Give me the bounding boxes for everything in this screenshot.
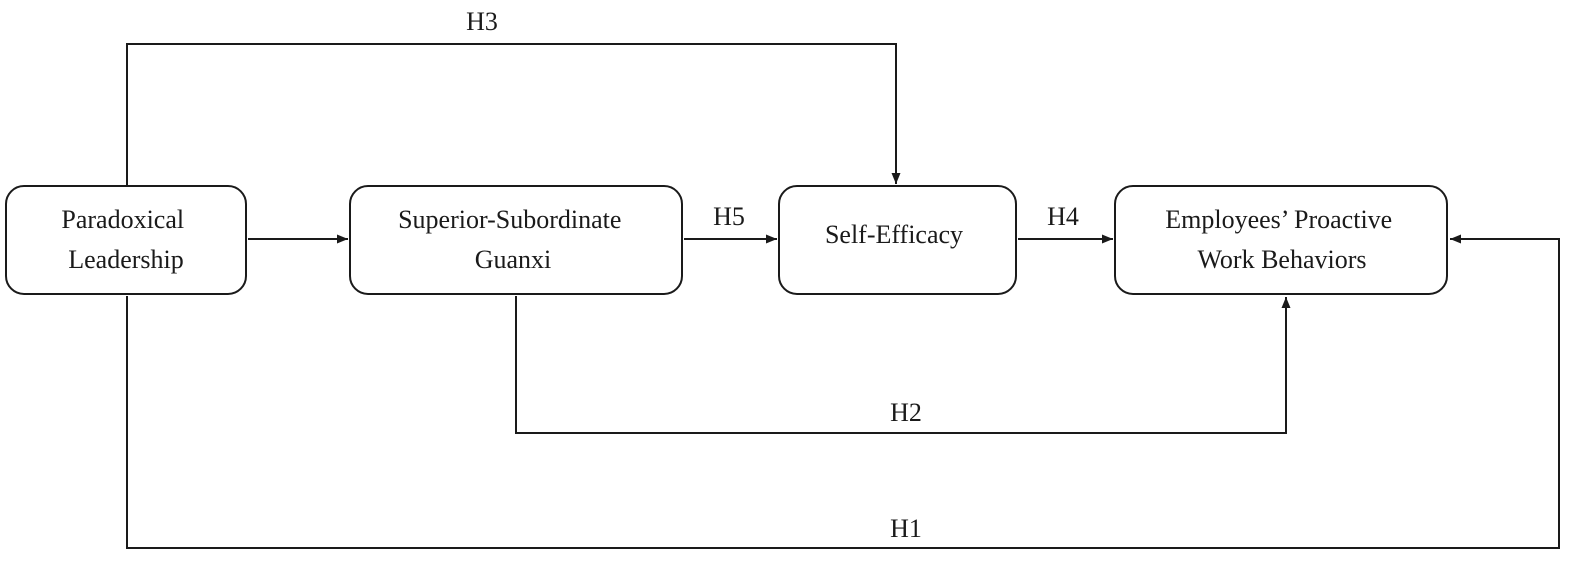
node-paradoxical-leadership: Paradoxical Leadership: [5, 185, 247, 295]
node-self-efficacy-box: [778, 185, 1017, 295]
node-employees-proactive-work-behaviors: Employees’ Proactive Work Behaviors: [1114, 185, 1448, 295]
node-superior-subordinate-guanxi-label: Superior-Subordinate Guanxi: [398, 205, 628, 274]
node-superior-subordinate-guanxi-line-1: Superior-Subordinate: [398, 205, 621, 234]
edge-h1-line: [126, 234, 1560, 549]
edge-h4-label: H4: [1047, 202, 1079, 231]
node-self-efficacy-label: Self-Efficacy: [825, 220, 963, 249]
edge-h3-line: [126, 43, 901, 188]
edge-h2-label: H2: [890, 398, 922, 427]
edge-h5-label: H5: [713, 202, 745, 231]
edge-h3-label: H3: [466, 7, 498, 36]
node-employees-proactive-work-behaviors-line-1: Employees’ Proactive: [1165, 205, 1392, 234]
node-self-efficacy-line-1: Self-Efficacy: [825, 220, 963, 249]
node-superior-subordinate-guanxi-line-2: Guanxi: [475, 245, 552, 274]
node-self-efficacy: Self-Efficacy: [778, 185, 1017, 295]
node-employees-proactive-work-behaviors-label: Employees’ Proactive Work Behaviors: [1165, 205, 1398, 274]
node-paradoxical-leadership-box: [5, 185, 247, 295]
edge-h1-label: H1: [890, 514, 922, 543]
node-paradoxical-leadership-line-1: Paradoxical: [61, 205, 184, 234]
node-employees-proactive-work-behaviors-line-2: Work Behaviors: [1197, 245, 1366, 274]
node-employees-proactive-work-behaviors-box: [1114, 185, 1448, 295]
node-paradoxical-leadership-line-2: Leadership: [68, 245, 184, 274]
node-superior-subordinate-guanxi: Superior-Subordinate Guanxi: [349, 185, 683, 295]
node-paradoxical-leadership-label: Paradoxical Leadership: [61, 205, 190, 274]
edges: H3 H5 H4 H2 H1: [126, 7, 1560, 549]
edge-h2-line: [515, 296, 1291, 434]
node-superior-subordinate-guanxi-box: [349, 185, 683, 295]
